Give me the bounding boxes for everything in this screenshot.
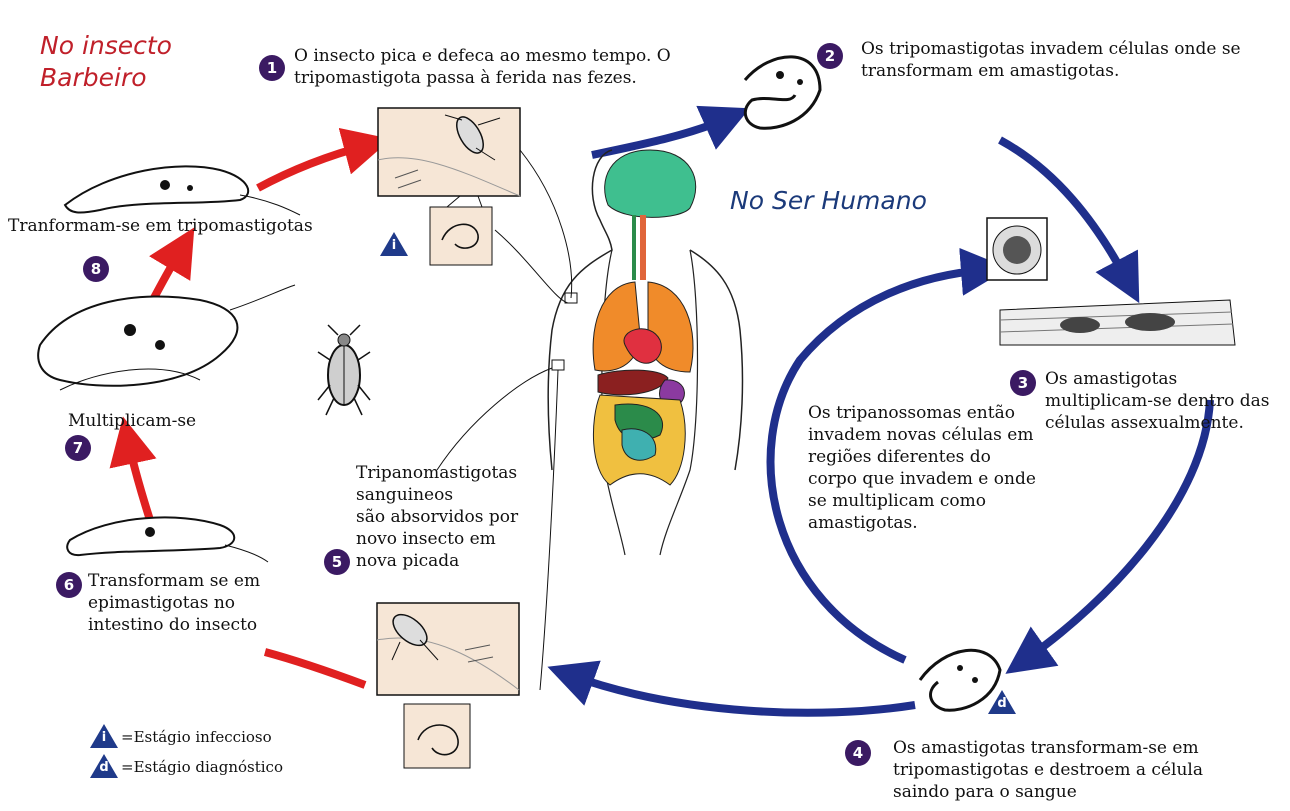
diagnostic-stage-symbol: d — [996, 696, 1008, 712]
step-5-line1: Tripanomastigotas — [356, 462, 518, 484]
step-6-line1: Transformam se em — [88, 570, 260, 592]
legend-diagnostic-symbol: d — [98, 760, 110, 776]
step-1-line2: tripomastigota passa à ferida nas fezes. — [294, 67, 671, 89]
step-2-line1: Os tripomastigotas invadem células onde … — [861, 38, 1241, 60]
step-1-badge: 1 — [259, 55, 285, 81]
infective-stage-symbol: i — [388, 238, 400, 254]
arrow-4-to-5 — [570, 675, 915, 713]
step-6-badge: 6 — [56, 572, 82, 598]
step-4-line2: tripomastigotas e destroem a célula — [893, 759, 1203, 781]
insect-region-title: No insecto Barbeiro — [40, 30, 172, 94]
human-region-title: No Ser Humano — [730, 185, 927, 217]
legend-diagnostic-label: =Estágio diagnóstico — [121, 757, 283, 777]
epimastigote-dividing-icon — [38, 285, 295, 390]
human-body-figure — [548, 150, 742, 555]
step-4-line1: Os amastigotas transformam-se em — [893, 737, 1203, 759]
trypomastigote-metacyclic-icon — [65, 166, 300, 215]
step-4-badge: 4 — [845, 740, 871, 766]
step-3-text: Os amastigotas multiplicam-se dentro das… — [1045, 368, 1269, 434]
arrow-1-to-2 — [592, 118, 728, 155]
diagnostic-stage-marker: d — [988, 690, 1016, 714]
legend-infective-triangle: i — [90, 724, 118, 748]
step-6-line2: epimastigotas no — [88, 592, 260, 614]
step-5-line5: nova picada — [356, 550, 518, 572]
reinvasion-note: Os tripanossomas então invadem novas cél… — [808, 402, 1036, 534]
reinvasion-note-line4: corpo que invadem e onde — [808, 468, 1036, 490]
legend-infective-symbol: i — [98, 730, 110, 746]
step-3-line2: multiplicam-se dentro das — [1045, 390, 1269, 412]
step-7-label: Multiplicam-se — [68, 410, 196, 432]
step-2-text: Os tripomastigotas invadem células onde … — [861, 38, 1241, 82]
step-3-line1: Os amastigotas — [1045, 368, 1269, 390]
infected-muscle-cell-icon — [987, 218, 1235, 345]
arrow-5-to-6 — [265, 652, 365, 685]
step-6-text: Transformam se em epimastigotas no intes… — [88, 570, 260, 636]
reinvasion-note-line5: se multiplicam como — [808, 490, 1036, 512]
arrow-6-to-7 — [128, 440, 150, 520]
step-7-badge: 7 — [65, 435, 91, 461]
step-8-label: Tranformam-se em tripomastigotas — [8, 215, 313, 237]
reinvasion-note-line2: invadem novas células em — [808, 424, 1036, 446]
step-1-text: O insecto pica e defeca ao mesmo tempo. … — [294, 45, 671, 89]
step-5-line3: são absorvidos por — [356, 506, 518, 528]
step-4-text: Os amastigotas transformam-se em tripoma… — [893, 737, 1203, 803]
reinvasion-note-line6: amastigotas. — [808, 512, 1036, 534]
step-2-line2: transformam em amastigotas. — [861, 60, 1241, 82]
step-5-line4: novo insecto em — [356, 528, 518, 550]
step-2-badge: 2 — [817, 43, 843, 69]
step-1-line1: O insecto pica e defeca ao mesmo tempo. … — [294, 45, 671, 67]
step-4-line3: saindo para o sangue — [893, 781, 1203, 803]
insect-region-title-line1: No insecto — [40, 30, 172, 62]
step-3-line3: células assexualmente. — [1045, 412, 1269, 434]
legend-infective-label: =Estágio infeccioso — [121, 727, 272, 747]
infective-stage-marker: i — [380, 232, 408, 256]
trypomastigote-icon — [745, 57, 820, 128]
step-5-line2: sanguineos — [356, 484, 518, 506]
arrow-3-to-4 — [1025, 400, 1210, 660]
step-5-text: Tripanomastigotas sanguineos são absorvi… — [356, 462, 518, 572]
reinvasion-note-line3: regiões diferentes do — [808, 446, 1036, 468]
step-8-badge: 8 — [83, 256, 109, 282]
legend-diagnostic-triangle: d — [90, 754, 118, 778]
reinvasion-note-line1: Os tripanossomas então — [808, 402, 1036, 424]
bite-panel-bottom — [377, 603, 519, 768]
arrow-8-to-1 — [258, 145, 368, 188]
step-5-badge: 5 — [324, 549, 350, 575]
step-6-line3: intestino do insecto — [88, 614, 260, 636]
step-3-badge: 3 — [1010, 370, 1036, 396]
epimastigote-icon — [67, 517, 268, 562]
insect-region-title-line2: Barbeiro — [40, 62, 172, 94]
kissing-bug-icon — [318, 325, 370, 415]
